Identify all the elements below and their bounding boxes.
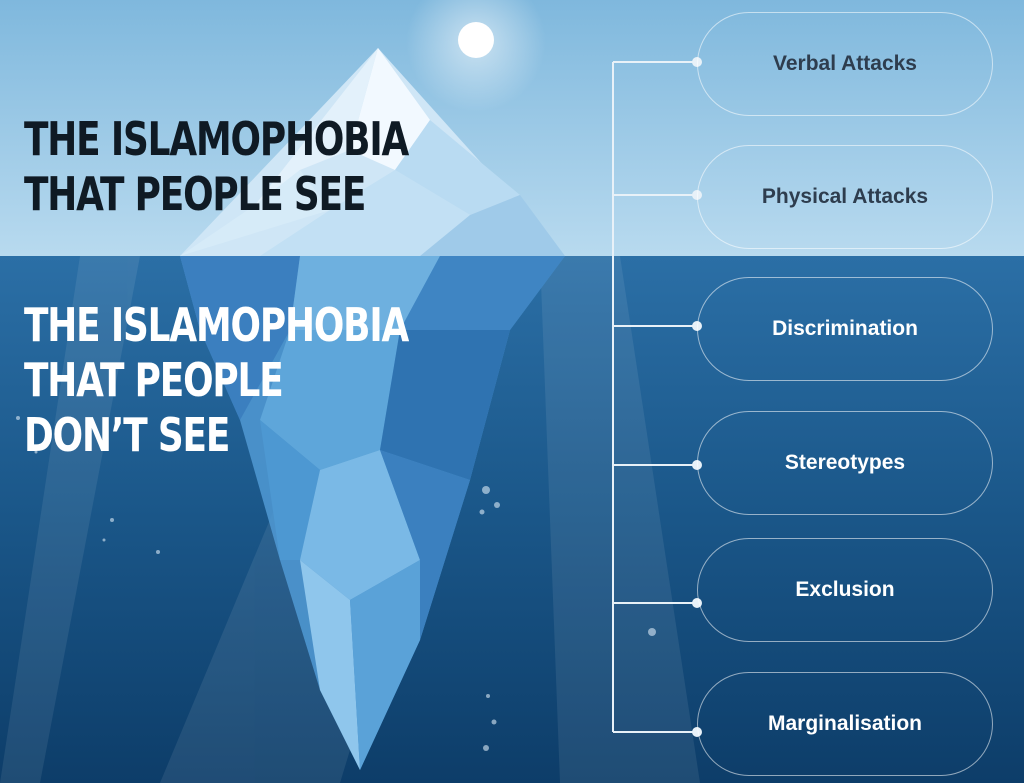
iceberg-submerged	[180, 256, 565, 770]
hidden-islamophobia-heading: THE ISLAMOPHOBIA THAT PEOPLE DON’T SEE	[24, 298, 409, 464]
branch-label: Discrimination	[772, 317, 918, 340]
branch-marginalisation: Marginalisation	[697, 672, 993, 776]
visible-islamophobia-heading: THE ISLAMOPHOBIA THAT PEOPLE SEE	[24, 112, 409, 222]
hidden-heading-line: THAT PEOPLE	[24, 353, 284, 408]
branch-label: Verbal Attacks	[773, 52, 917, 75]
sun	[458, 22, 494, 58]
bubbles	[16, 416, 656, 751]
branch-label: Marginalisation	[767, 712, 923, 735]
connector-lines	[612, 61, 697, 733]
branch-physical-attacks: Physical Attacks	[697, 145, 993, 249]
hidden-heading-line: THE ISLAMOPHOBIA	[24, 298, 409, 352]
branch-label: Physical Attacks	[761, 185, 929, 208]
branch-discrimination: Discrimination	[697, 277, 993, 381]
branch-stereotypes: Stereotypes	[697, 411, 993, 515]
connector-dot	[692, 598, 702, 608]
branch-label: Exclusion	[795, 578, 895, 601]
sea	[0, 256, 1024, 783]
branch-verbal-attacks: Verbal Attacks	[697, 12, 993, 116]
visible-heading-line: THE ISLAMOPHOBIA	[24, 112, 409, 166]
hidden-heading-line: DON’T SEE	[24, 408, 230, 463]
branch-label: Stereotypes	[784, 451, 906, 474]
visible-heading-line: THAT PEOPLE SEE	[24, 167, 366, 222]
branch-exclusion: Exclusion	[697, 538, 993, 642]
iceberg-tip	[180, 48, 565, 256]
